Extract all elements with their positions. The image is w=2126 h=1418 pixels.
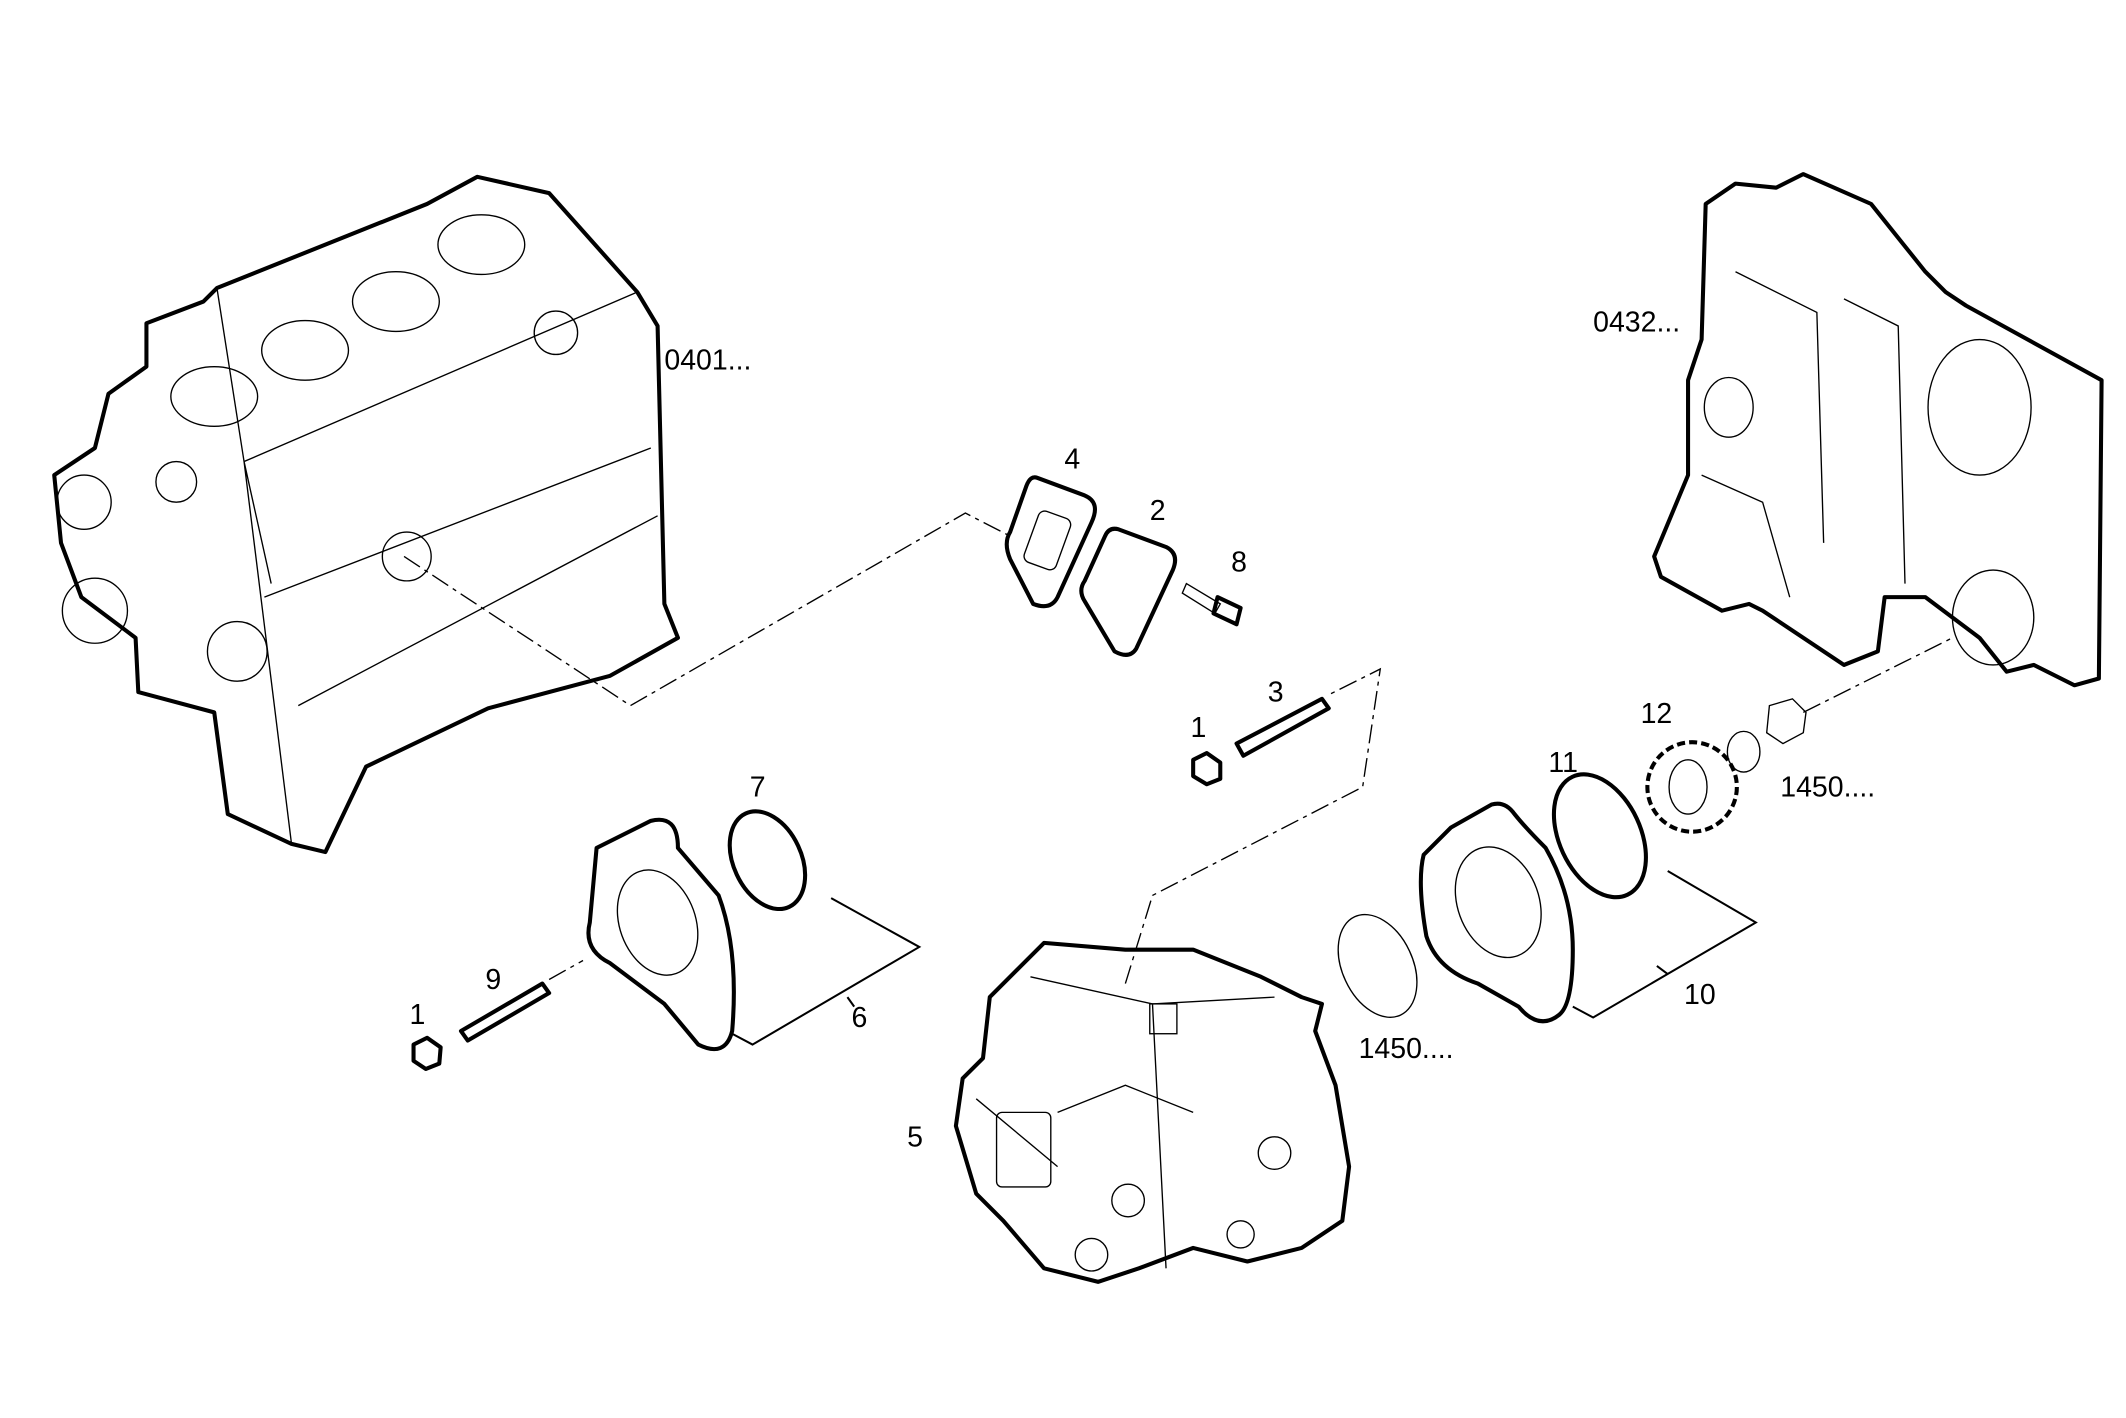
stud-lower xyxy=(458,981,552,1043)
center-line-cover xyxy=(1803,637,1953,713)
injection-pump-drawing xyxy=(953,940,1352,1284)
center-line-block xyxy=(403,512,1011,707)
reference-engine-block: 0401... xyxy=(664,344,751,376)
gasket-plate xyxy=(1004,475,1097,609)
callout-10: 10 xyxy=(1684,979,1716,1011)
callout-1-upper: 1 xyxy=(1190,712,1206,744)
bracket-10 xyxy=(1572,870,1758,1019)
callout-4: 4 xyxy=(1064,443,1080,475)
callout-12: 12 xyxy=(1641,698,1673,730)
reference-seal-right: 1450.... xyxy=(1780,771,1875,803)
o-ring-center xyxy=(1337,913,1418,1018)
callout-2: 2 xyxy=(1150,495,1166,527)
gear xyxy=(1645,740,1739,834)
callout-5: 5 xyxy=(907,1121,923,1153)
callout-11: 11 xyxy=(1548,747,1578,779)
bracket-6 xyxy=(731,897,922,1046)
stud-upper xyxy=(1234,696,1331,758)
callout-6: 6 xyxy=(851,1002,867,1034)
nut-upper xyxy=(1191,751,1223,787)
callout-3: 3 xyxy=(1268,677,1284,709)
flange-left xyxy=(586,817,736,1052)
flange-right xyxy=(1418,801,1575,1024)
cover-plate xyxy=(1079,526,1178,657)
center-line-stud xyxy=(548,959,584,981)
nut-lower xyxy=(411,1035,443,1072)
timing-cover-drawing xyxy=(1652,172,2104,688)
o-ring-right xyxy=(1551,772,1648,900)
washer xyxy=(1726,730,1761,773)
hex-nut xyxy=(1765,698,1807,745)
center-line-pump xyxy=(1124,667,1382,984)
reference-timing-cover: 0432... xyxy=(1593,306,1680,338)
callout-9: 9 xyxy=(485,964,501,996)
bolt xyxy=(1181,582,1243,627)
reference-seal-center: 1450.... xyxy=(1359,1033,1454,1065)
callout-8: 8 xyxy=(1231,546,1247,578)
callout-7: 7 xyxy=(750,771,766,803)
engine-block-drawing xyxy=(52,174,680,855)
o-ring-left xyxy=(727,809,808,912)
callout-1-lower: 1 xyxy=(409,999,425,1031)
